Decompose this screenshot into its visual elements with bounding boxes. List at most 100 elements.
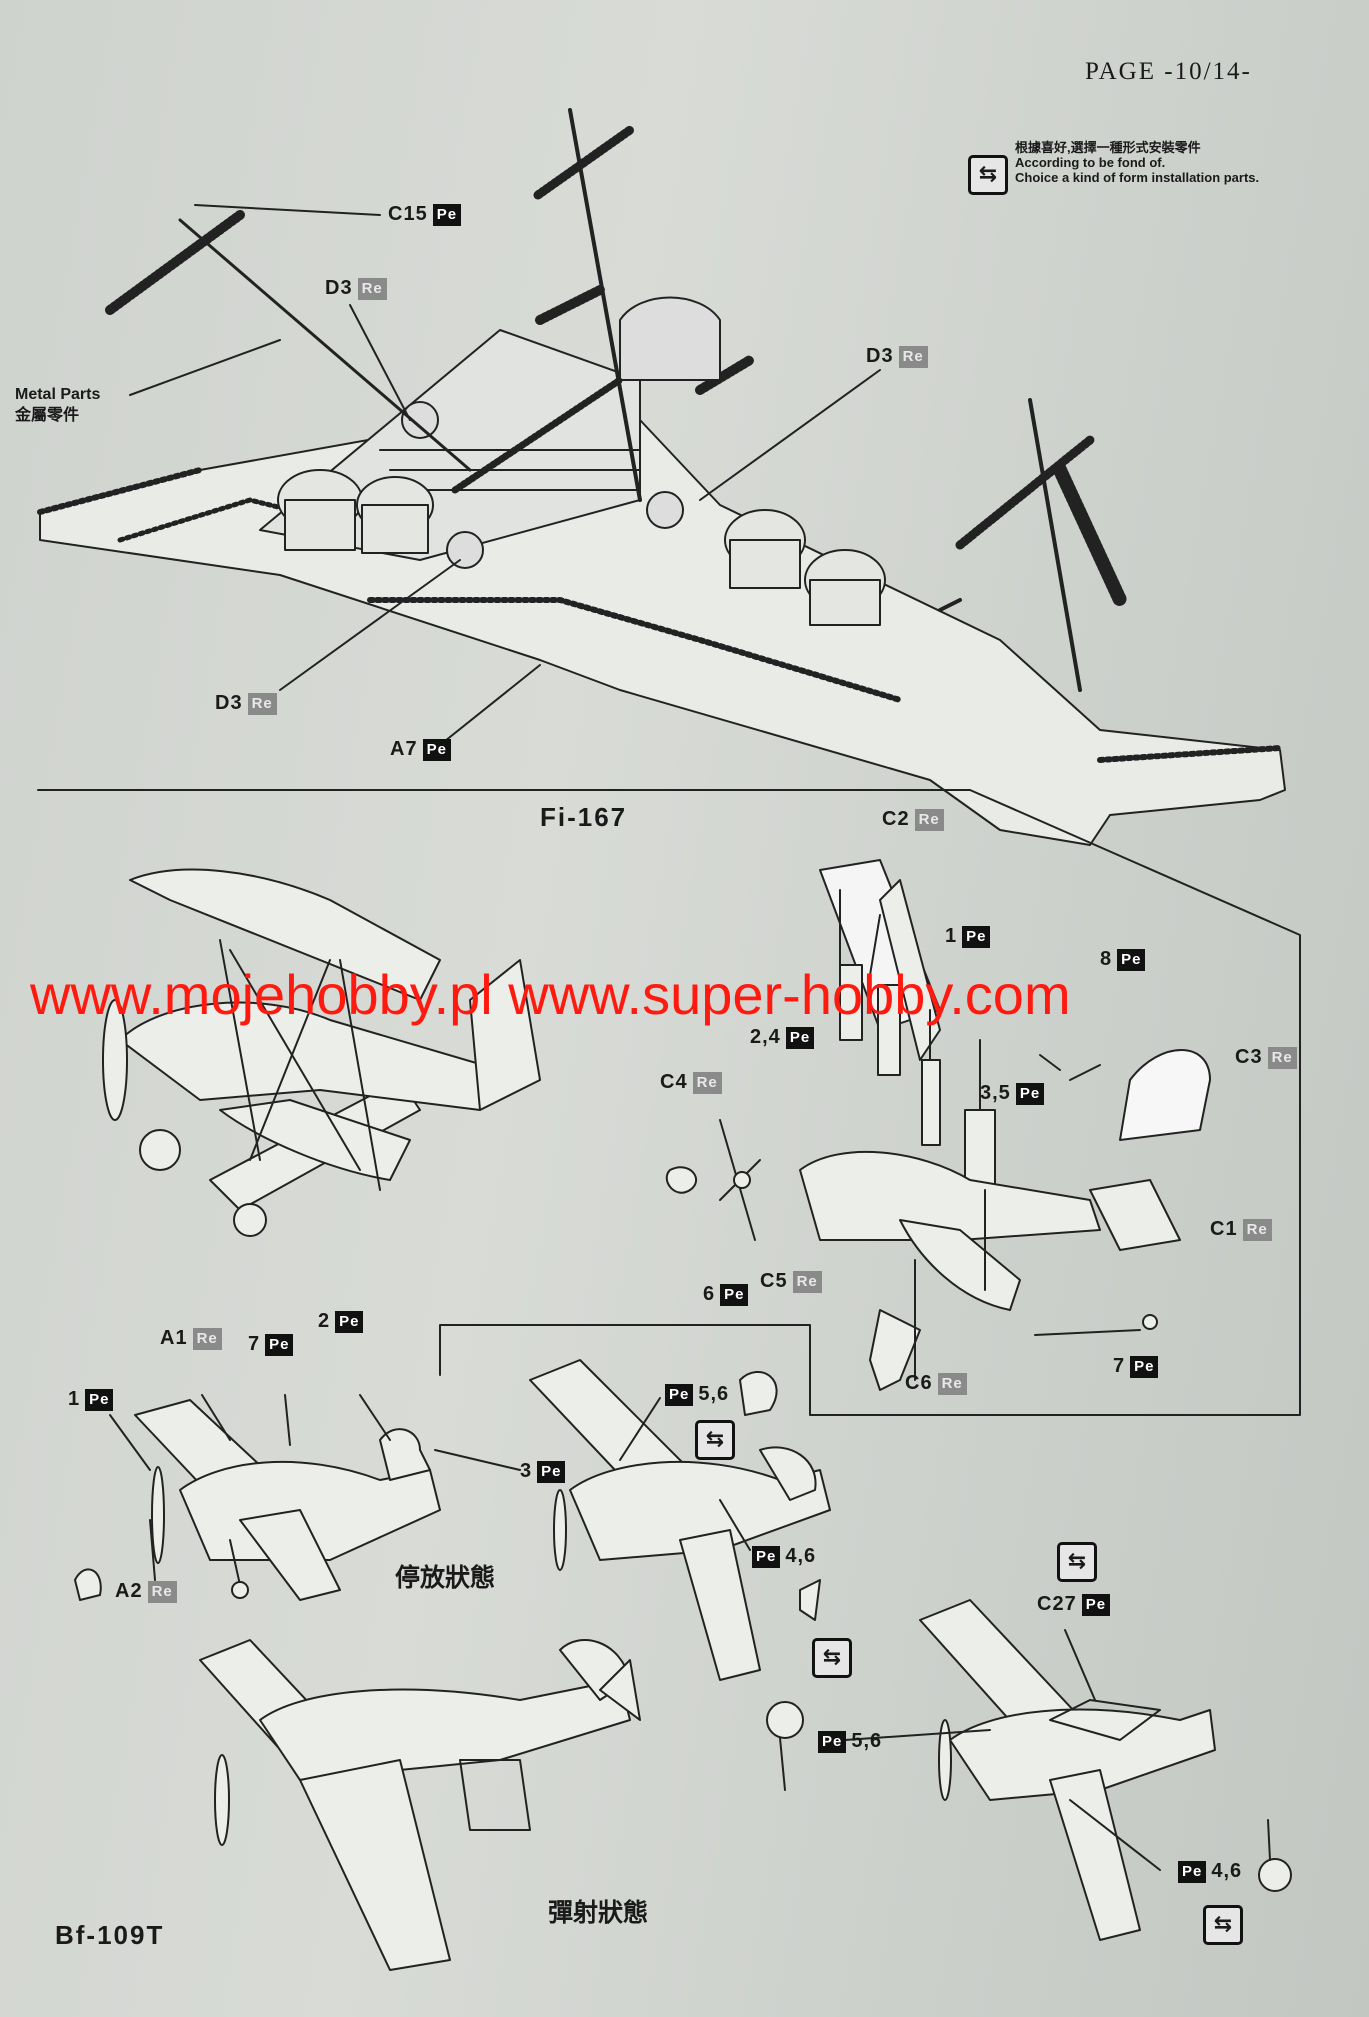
part-number: C2 <box>882 808 910 830</box>
fi167-label-c5: C5 Re <box>760 1270 822 1293</box>
fi167-label-3-5: 3,5 Pe <box>980 1082 1045 1105</box>
part-number: C15 <box>388 203 428 225</box>
part-number: 5,6 <box>851 1730 883 1752</box>
re-badge: Re <box>192 1327 222 1350</box>
part-number: 2 <box>318 1310 331 1332</box>
fi167-assembled-drawing <box>102 868 541 1237</box>
pe-badge: Pe <box>432 203 462 226</box>
ship-label-c15: C15 Pe <box>388 203 462 226</box>
bf109-label-4-6-upper: Pe 4,6 <box>752 1545 816 1568</box>
bf109-label-1: 1 Pe <box>68 1388 114 1411</box>
re-badge: Re <box>692 1071 722 1094</box>
bf109-title: Bf-109T <box>55 1920 165 1950</box>
bf109-label-a2: A2 Re <box>115 1580 177 1603</box>
alternative-parts-note: 根據喜好,選擇一種形式安裝零件 According to be fond of.… <box>1015 140 1259 185</box>
note-en-line1: According to be fond of. <box>1015 155 1166 170</box>
pe-badge: Pe <box>785 1026 815 1049</box>
pe-badge: Pe <box>537 1460 566 1483</box>
fi167-frame <box>37 789 1301 1416</box>
swap-icon: ⇆ <box>812 1638 852 1678</box>
note-zh: 根據喜好,選擇一種形式安裝零件 <box>1015 140 1201 155</box>
fi167-label-8: 8 Pe <box>1100 948 1146 971</box>
pe-badge: Pe <box>818 1730 847 1753</box>
pe-badge: Pe <box>85 1388 114 1411</box>
bf109-launch-drawing <box>199 1639 641 1971</box>
bf109-exploded-drawing <box>529 1359 1292 1941</box>
swap-icon: ⇆ <box>695 1420 735 1460</box>
fi167-label-c3: C3 Re <box>1235 1046 1297 1069</box>
pe-badge: Pe <box>752 1545 781 1568</box>
watermark: www.mojehobby.pl www.super-hobby.com <box>30 963 1071 1026</box>
pe-badge: Pe <box>720 1283 749 1306</box>
part-number: 3 <box>520 1460 533 1482</box>
part-number: 7 <box>1113 1355 1126 1377</box>
bf109-label-5-6-upper: Pe 5,6 <box>665 1383 729 1406</box>
part-number: A7 <box>390 738 418 760</box>
note-en-line2: Choice a kind of form installation parts… <box>1015 170 1260 185</box>
pe-badge: Pe <box>1015 1082 1045 1105</box>
parked-state-label: 停放狀態 <box>395 1563 496 1592</box>
bf109-label-7: 7 Pe <box>248 1333 294 1356</box>
part-number: C4 <box>660 1071 688 1093</box>
fi167-label-c6: C6 Re <box>905 1372 967 1395</box>
fi167-label-c4: C4 Re <box>660 1071 722 1094</box>
pe-badge: Pe <box>265 1333 294 1356</box>
bf109-parked-drawing <box>74 1399 441 1601</box>
pe-badge: Pe <box>1117 948 1146 971</box>
part-number: D3 <box>325 277 353 299</box>
fi167-exploded-drawing <box>665 859 1211 1391</box>
part-number: A2 <box>115 1580 143 1602</box>
part-number: 1 <box>68 1388 81 1410</box>
part-number: 4,6 <box>1211 1860 1243 1882</box>
part-number: C27 <box>1037 1593 1077 1615</box>
part-number: D3 <box>215 692 243 714</box>
fi167-label-c1: C1 Re <box>1210 1218 1272 1241</box>
fi167-title: Fi-167 <box>540 802 628 832</box>
part-number: 3,5 <box>980 1082 1011 1104</box>
part-number: C6 <box>905 1372 933 1394</box>
bf109-label-4-6-lower: Pe 4,6 <box>1178 1860 1242 1883</box>
ship-label-d3-lower: D3 Re <box>215 692 277 715</box>
re-badge: Re <box>914 808 944 831</box>
part-number: 2,4 <box>750 1026 781 1048</box>
part-number: 6 <box>703 1283 716 1305</box>
fi167-label-1: 1 Pe <box>945 925 991 948</box>
pe-badge: Pe <box>1178 1860 1207 1883</box>
fi167-label-c2: C2 Re <box>882 808 944 831</box>
re-badge: Re <box>1267 1046 1297 1069</box>
swap-icon: ⇆ <box>968 155 1008 195</box>
re-badge: Re <box>937 1372 967 1395</box>
page-number: PAGE -10/14- <box>1085 58 1252 85</box>
ship-label-d3-right: D3 Re <box>866 345 928 368</box>
fi167-label-2-4: 2,4 Pe <box>750 1026 815 1049</box>
re-badge: Re <box>147 1580 177 1603</box>
part-number: 1 <box>945 925 958 947</box>
metal-parts-zh: 金屬零件 <box>15 407 80 424</box>
re-badge: Re <box>247 692 277 715</box>
pe-badge: Pe <box>665 1383 694 1406</box>
bf109-label-3: 3 Pe <box>520 1460 566 1483</box>
part-number: D3 <box>866 345 894 367</box>
bf109-label-c27: C27 Pe <box>1037 1593 1111 1616</box>
pe-badge: Pe <box>422 738 451 761</box>
part-number: C3 <box>1235 1046 1263 1068</box>
part-number: C1 <box>1210 1218 1238 1240</box>
ship-label-a7: A7 Pe <box>390 738 451 761</box>
bf109-label-2: 2 Pe <box>318 1310 364 1333</box>
part-number: A1 <box>160 1327 188 1349</box>
fi167-label-7: 7 Pe <box>1113 1355 1159 1378</box>
part-number: 5,6 <box>698 1383 730 1405</box>
re-badge: Re <box>1242 1218 1272 1241</box>
part-number: C5 <box>760 1270 788 1292</box>
re-badge: Re <box>898 345 928 368</box>
part-number: 4,6 <box>785 1545 817 1567</box>
launch-state-label: 彈射狀態 <box>548 1898 649 1927</box>
pe-badge: Pe <box>1130 1355 1159 1378</box>
pe-badge: Pe <box>962 925 991 948</box>
ship-label-d3-upper: D3 Re <box>325 277 387 300</box>
metal-parts-en: Metal Parts <box>15 386 101 403</box>
part-number: 7 <box>248 1333 261 1355</box>
swap-icon: ⇆ <box>1203 1905 1243 1945</box>
